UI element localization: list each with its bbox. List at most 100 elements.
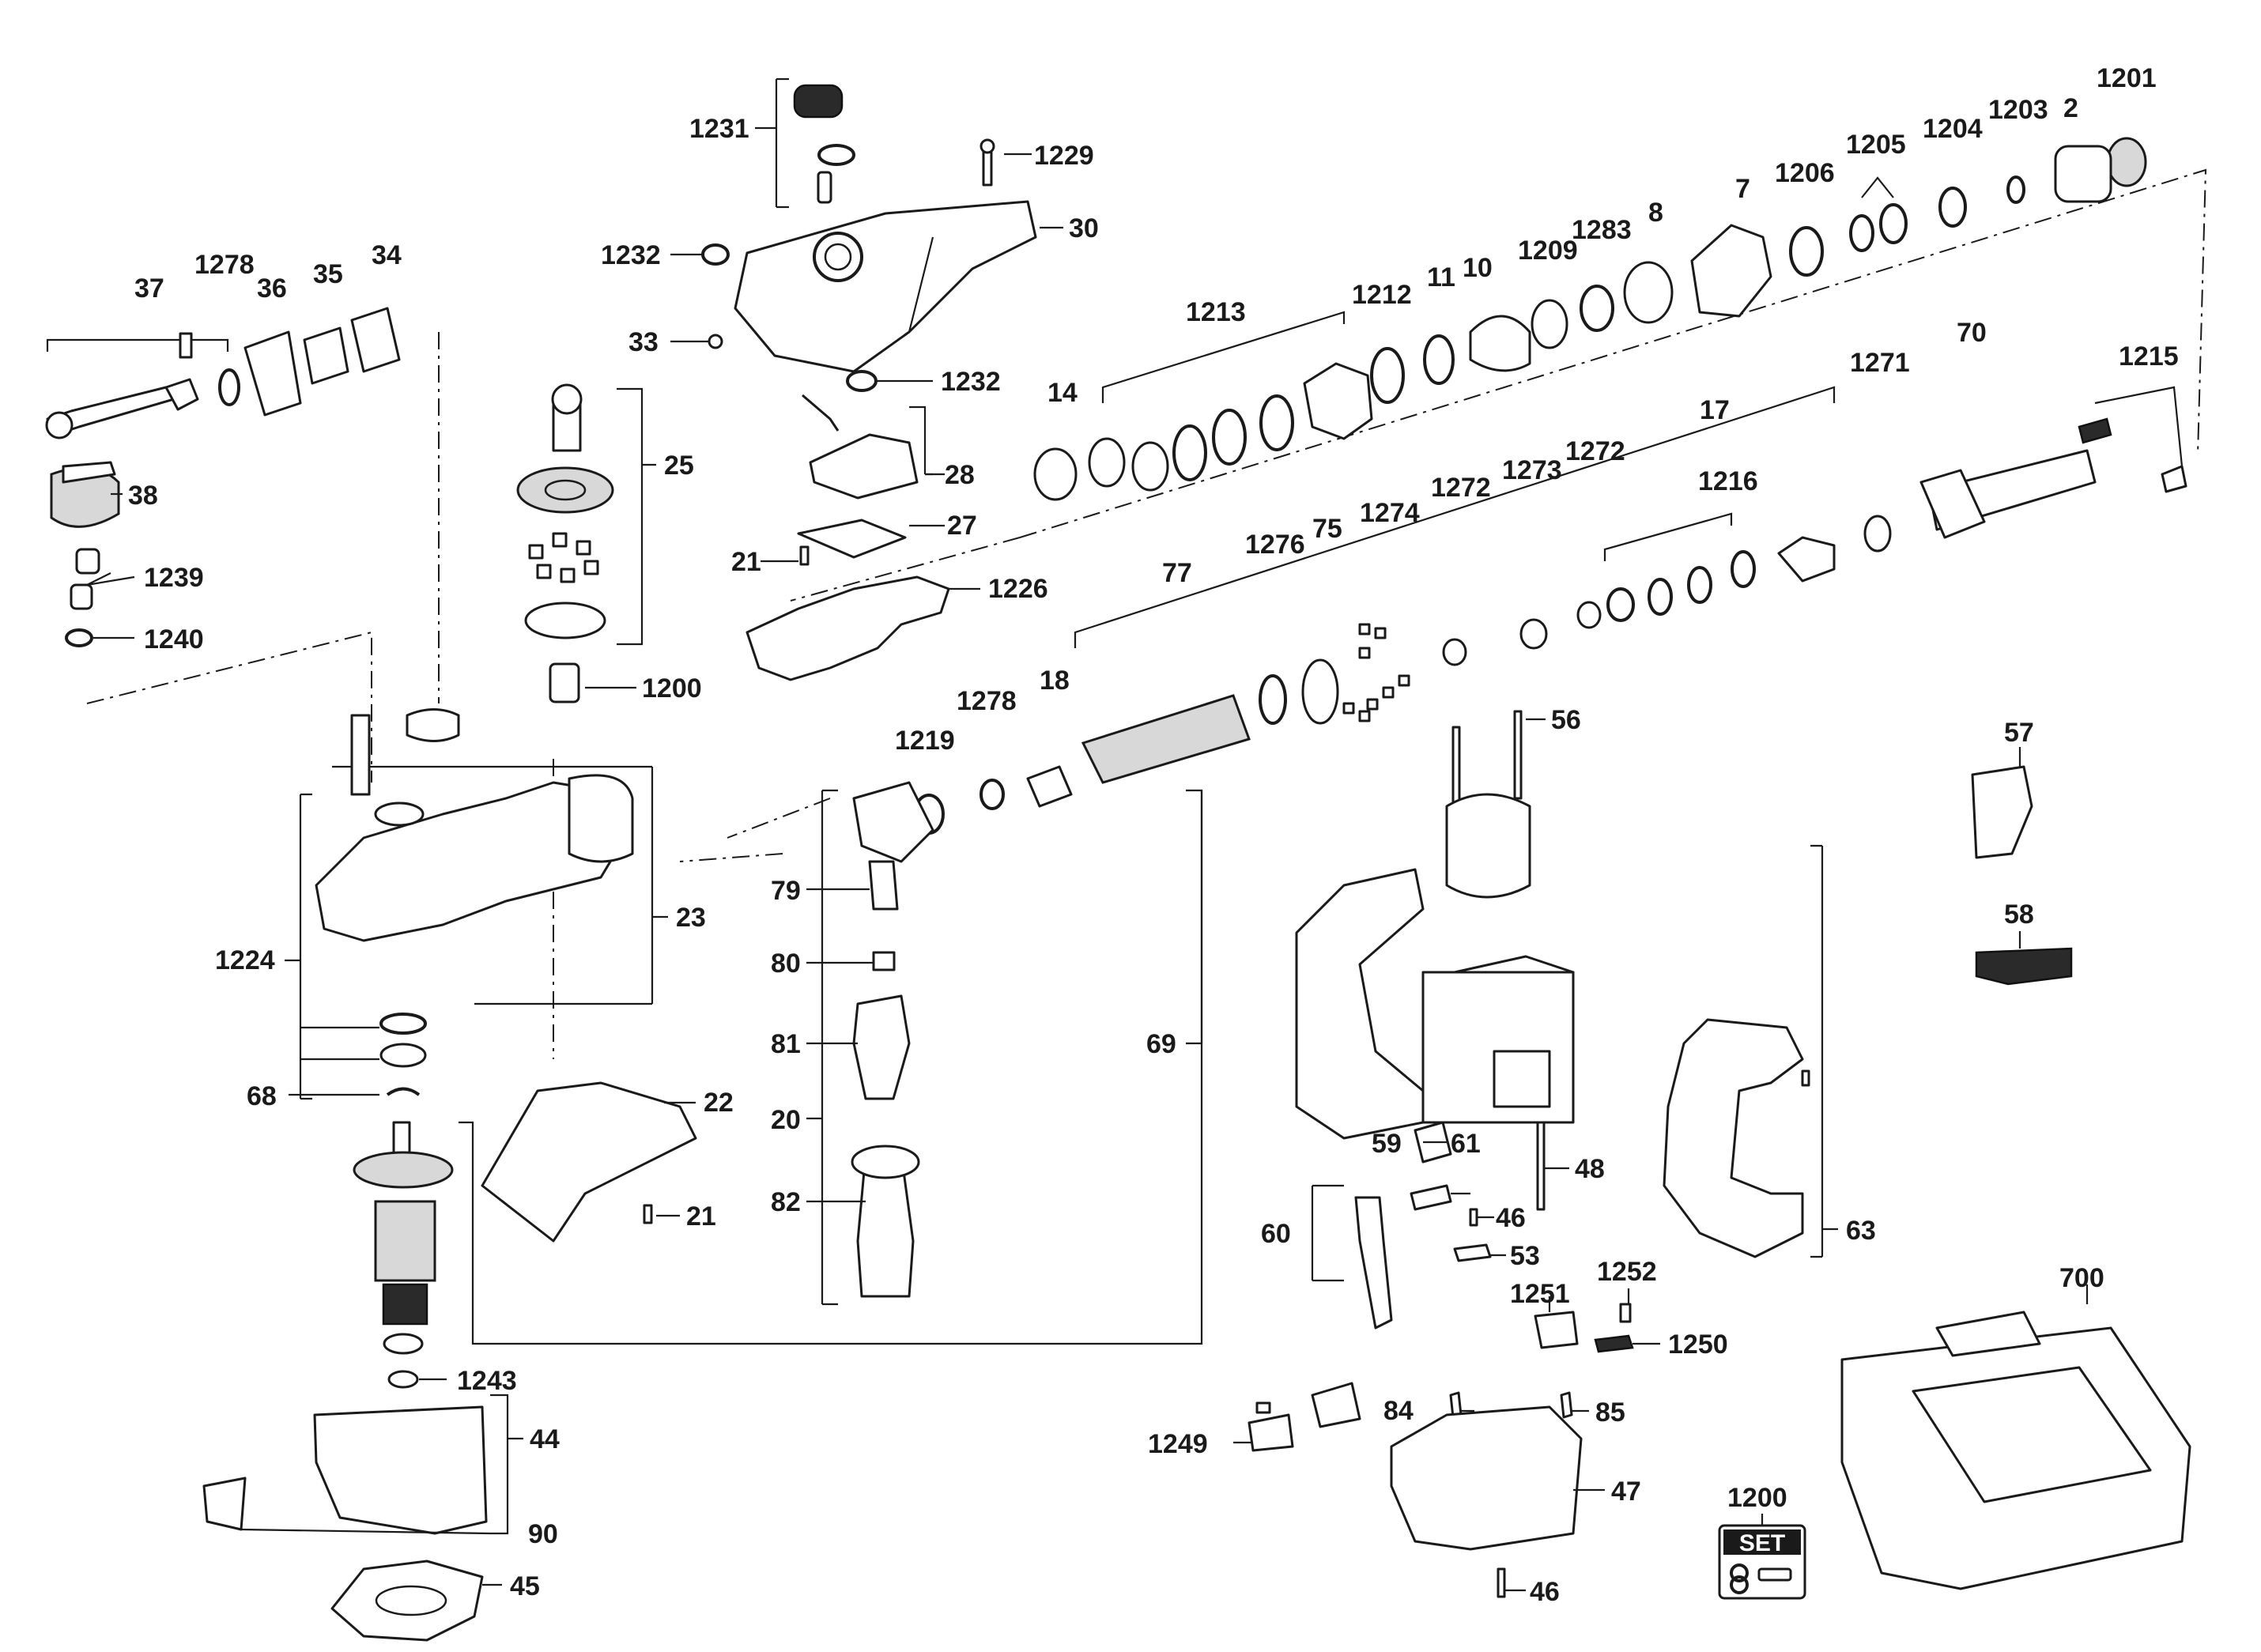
callout-47: 47	[1611, 1477, 1641, 1507]
gear-25	[516, 466, 614, 514]
callout-7: 7	[1735, 174, 1750, 204]
screw-56b	[1513, 710, 1523, 800]
screw-46b	[1497, 1567, 1506, 1598]
bearing-1224	[379, 1043, 427, 1068]
clip-1224	[406, 708, 460, 742]
selector-knob	[793, 84, 844, 119]
callout-1213: 1213	[1186, 297, 1246, 327]
ring-14	[1033, 447, 1078, 501]
rear-handle-63	[1663, 844, 1824, 1258]
callout-25: 25	[664, 451, 694, 481]
handle-81	[852, 994, 911, 1100]
washer-1209	[1531, 299, 1568, 349]
callout-22: 22	[704, 1088, 734, 1118]
end-cap-45	[330, 1560, 484, 1642]
main-housing-69	[1200, 710, 1575, 1330]
callout-1252: 1252	[1597, 1257, 1657, 1287]
shaft-1216	[1777, 536, 1836, 583]
spring-53	[1453, 1243, 1492, 1262]
stud-60	[1354, 1196, 1393, 1330]
nut-80	[872, 951, 896, 971]
callout-1251: 1251	[1510, 1279, 1570, 1309]
motor-housing	[313, 1405, 488, 1535]
handle-63	[1663, 1018, 1804, 1258]
callout-21-bottom: 21	[686, 1201, 716, 1231]
callout-1232-bottom: 1232	[941, 367, 1001, 397]
sleeve-18	[1026, 765, 1073, 808]
callout-85: 85	[1595, 1397, 1625, 1428]
callout-leaders	[86, 126, 2089, 1592]
callout-18: 18	[1040, 666, 1070, 696]
gear-housing-group	[701, 77, 1037, 392]
cover-47	[1390, 1405, 1583, 1551]
clamp-band-79	[852, 781, 934, 863]
bearing-1239b	[70, 583, 93, 610]
screw-21-bottom	[643, 1204, 653, 1224]
ring-1205b	[1879, 203, 1908, 244]
disc-36	[243, 330, 302, 417]
callout-1212: 1212	[1352, 280, 1412, 310]
sleeve-1200	[549, 662, 580, 703]
callout-1216: 1216	[1698, 466, 1758, 496]
callout-37: 37	[134, 273, 164, 304]
armature-core	[374, 1200, 436, 1282]
callout-34: 34	[372, 240, 402, 270]
callout-1273: 1273	[1502, 455, 1562, 485]
callout-1276: 1276	[1245, 530, 1305, 560]
screw-21-top	[799, 545, 810, 566]
callout-1204: 1204	[1923, 114, 1983, 144]
callout-10: 10	[1463, 253, 1493, 283]
label-90	[202, 1477, 247, 1531]
callout-1229: 1229	[1034, 141, 1094, 171]
set-badge-label: SET	[1739, 1530, 1785, 1556]
ring-1272b	[1576, 601, 1602, 629]
part-1215b	[2161, 465, 2187, 493]
commutator	[382, 1283, 428, 1326]
callout-35: 35	[313, 259, 343, 289]
armature-shaft	[392, 1121, 411, 1156]
ring-11	[1423, 334, 1455, 385]
ring-1272a	[1442, 638, 1467, 666]
ring-1224-a	[379, 1013, 427, 1035]
callout-1224: 1224	[215, 945, 275, 975]
callout-1243: 1243	[457, 1366, 517, 1396]
callout-36: 36	[257, 273, 287, 304]
callout-1232-top: 1232	[601, 240, 661, 270]
stator-field	[1445, 793, 1531, 899]
callout-14: 14	[1047, 378, 1078, 408]
callout-58: 58	[2004, 900, 2034, 930]
callout-68: 68	[247, 1081, 277, 1111]
callout-8: 8	[1648, 198, 1663, 228]
ring-75	[1301, 658, 1339, 725]
circlip-68	[386, 1087, 421, 1096]
ring-1271	[1863, 515, 1892, 553]
spring-10	[1469, 315, 1531, 372]
gear-housing-cover	[734, 200, 1037, 373]
clip-61	[1410, 1184, 1452, 1211]
balls-1274	[1342, 623, 1410, 722]
callout-48: 48	[1575, 1154, 1605, 1184]
callout-69: 69	[1146, 1029, 1176, 1059]
callout-1215: 1215	[2119, 341, 2179, 372]
armature-fan	[353, 1151, 454, 1189]
callout-1240: 1240	[144, 624, 204, 654]
callout-1200-set: 1200	[1727, 1483, 1787, 1513]
ring-1201	[2106, 137, 2147, 187]
callout-1271: 1271	[1850, 348, 1910, 378]
screw-33	[708, 334, 723, 349]
callout-44: 44	[530, 1424, 560, 1454]
pin-1224	[350, 714, 371, 796]
callout-46-lower: 46	[1530, 1577, 1560, 1607]
ring-1204	[1938, 187, 1967, 228]
ring-1278b	[980, 779, 1005, 810]
callout-700: 700	[2059, 1263, 2104, 1293]
callout-1272-right: 1272	[1565, 436, 1625, 466]
callout-1272-left: 1272	[1431, 473, 1491, 503]
plate-and-gasket-group	[745, 394, 950, 681]
callout-1278-left: 1278	[194, 250, 255, 280]
crank-group	[45, 307, 401, 647]
o-ring-1232-bottom	[846, 370, 878, 392]
spindle-upper-row	[1033, 137, 2147, 501]
callout-45: 45	[510, 1571, 540, 1601]
ring-1205a	[1849, 214, 1874, 252]
